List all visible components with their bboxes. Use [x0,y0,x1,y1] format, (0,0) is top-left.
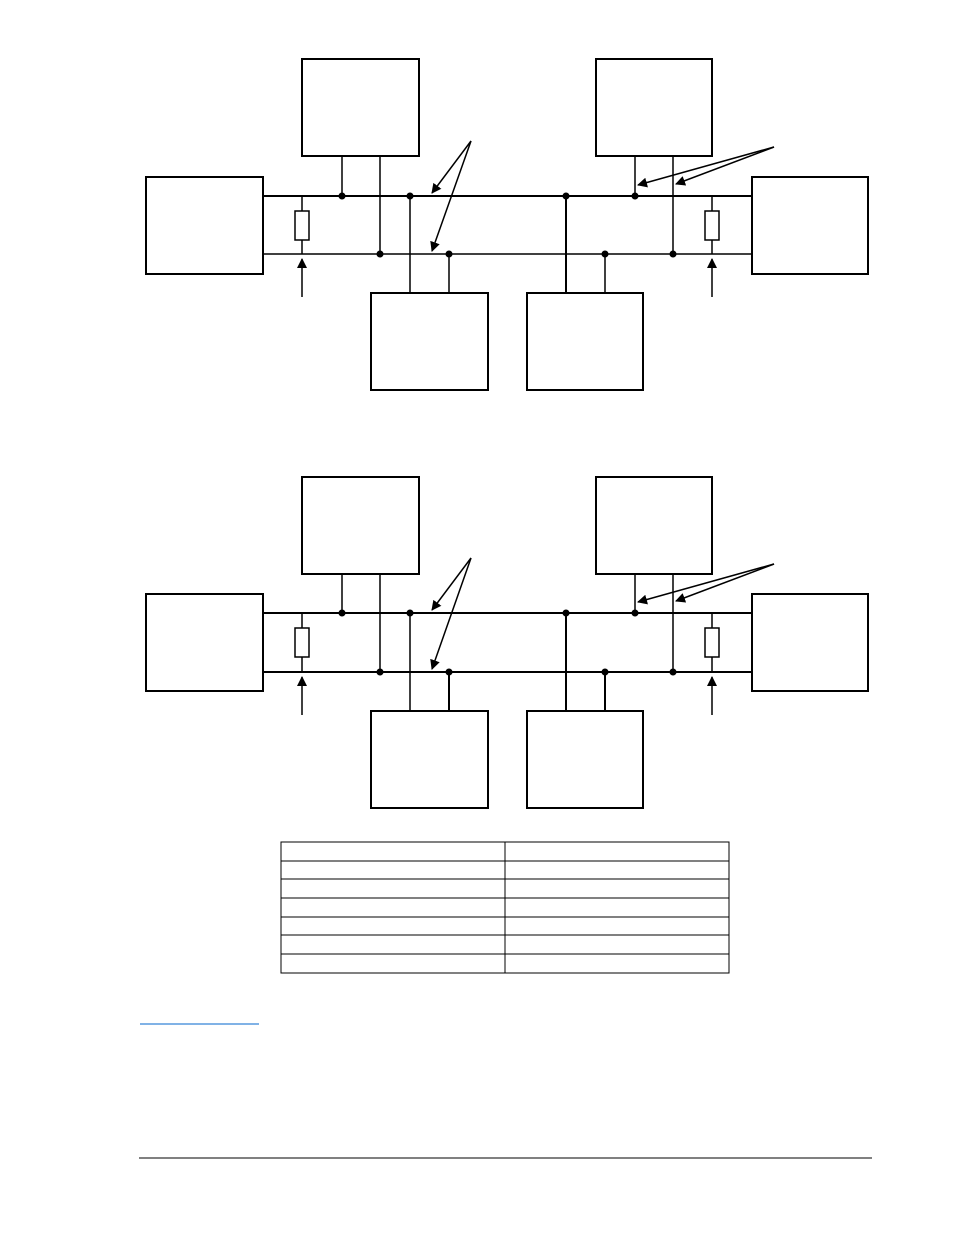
node-box-bottom-right [526,292,644,391]
junction-dot [406,609,414,617]
junction-dot [338,609,346,617]
junction-dot [562,192,570,200]
node-box-top-left [301,58,420,157]
junction-dot [669,250,677,258]
junction-dot [631,609,639,617]
diagram-top [145,58,869,391]
junction-dot [376,250,384,258]
node-box-top-left [301,476,420,575]
junction-dot [631,192,639,200]
node-box-end-right [751,176,869,275]
node-box-end-right [751,593,869,692]
callout-arrow [431,557,472,611]
junction-dot [445,668,453,676]
node-box-end-left [145,176,264,275]
junction-dot [601,668,609,676]
junction-dot [376,668,384,676]
terminating-resistor-right [704,210,720,241]
callout-arrow [430,557,472,670]
node-box-bottom-left [370,292,489,391]
node-box-top-right [595,58,713,157]
terminating-resistor-left [294,210,310,241]
terminating-resistor-left [294,627,310,658]
terminating-resistor-right [704,627,720,658]
callout-arrow [675,146,775,186]
node-box-bottom-right [526,710,644,809]
diagram-bottom [145,476,869,809]
junction-dot [601,250,609,258]
node-box-bottom-left [370,710,489,809]
junction-dot [445,250,453,258]
callout-arrow [637,563,775,605]
callout-arrow [675,563,775,603]
junction-dot [406,192,414,200]
junction-dot [562,609,570,617]
callout-arrow [637,146,775,188]
callout-arrow [430,140,472,252]
node-box-end-left [145,593,264,692]
node-box-top-right [595,476,713,575]
junction-dot [669,668,677,676]
junction-dot [338,192,346,200]
callout-arrow [431,140,472,194]
data-table [280,841,730,974]
